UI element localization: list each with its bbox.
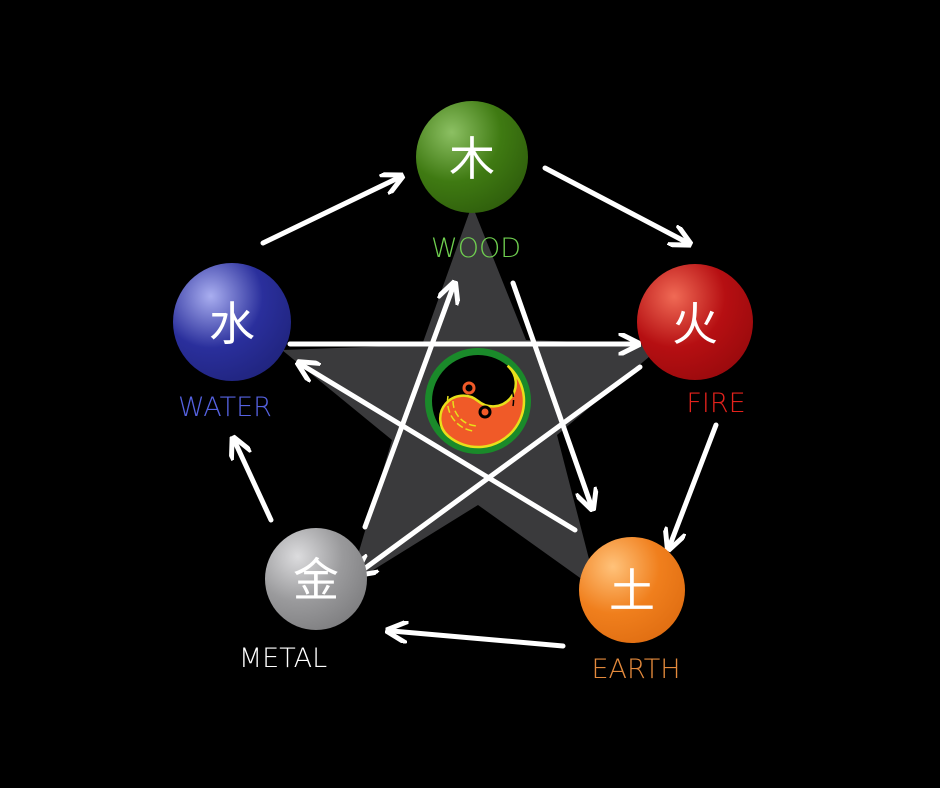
arrow-fire-to-metal bbox=[360, 364, 643, 572]
element-fire: 火 FIRE bbox=[637, 264, 753, 419]
label-metal: METAL bbox=[239, 643, 327, 674]
element-wood: 木 WOOD bbox=[416, 101, 528, 264]
label-wood: WOOD bbox=[431, 233, 521, 264]
yin-yang-icon bbox=[425, 348, 531, 454]
glyph-water: 水 bbox=[209, 297, 255, 351]
glyph-earth: 土 bbox=[609, 564, 655, 618]
glyph-metal: 金 bbox=[293, 553, 339, 607]
arrow-metal-to-water bbox=[235, 442, 274, 523]
glyph-wood: 木 bbox=[449, 132, 495, 186]
arrow-wood-to-fire bbox=[542, 165, 686, 242]
element-earth: 土 EARTH bbox=[579, 537, 685, 685]
arrow-fire-to-earth bbox=[670, 422, 719, 545]
label-water: WATER bbox=[178, 392, 272, 423]
element-water: 水 WATER bbox=[173, 263, 291, 423]
element-metal: 金 METAL bbox=[239, 528, 367, 674]
glyph-fire: 火 bbox=[672, 297, 718, 351]
label-fire: FIRE bbox=[686, 388, 745, 419]
arrow-water-to-wood bbox=[260, 178, 398, 246]
arrow-metal-to-wood bbox=[362, 287, 453, 530]
arrow-wood-to-earth bbox=[510, 280, 591, 505]
arrow-earth-to-metal bbox=[392, 631, 566, 649]
label-earth: EARTH bbox=[591, 654, 680, 685]
arrow-earth-to-water bbox=[302, 365, 578, 533]
